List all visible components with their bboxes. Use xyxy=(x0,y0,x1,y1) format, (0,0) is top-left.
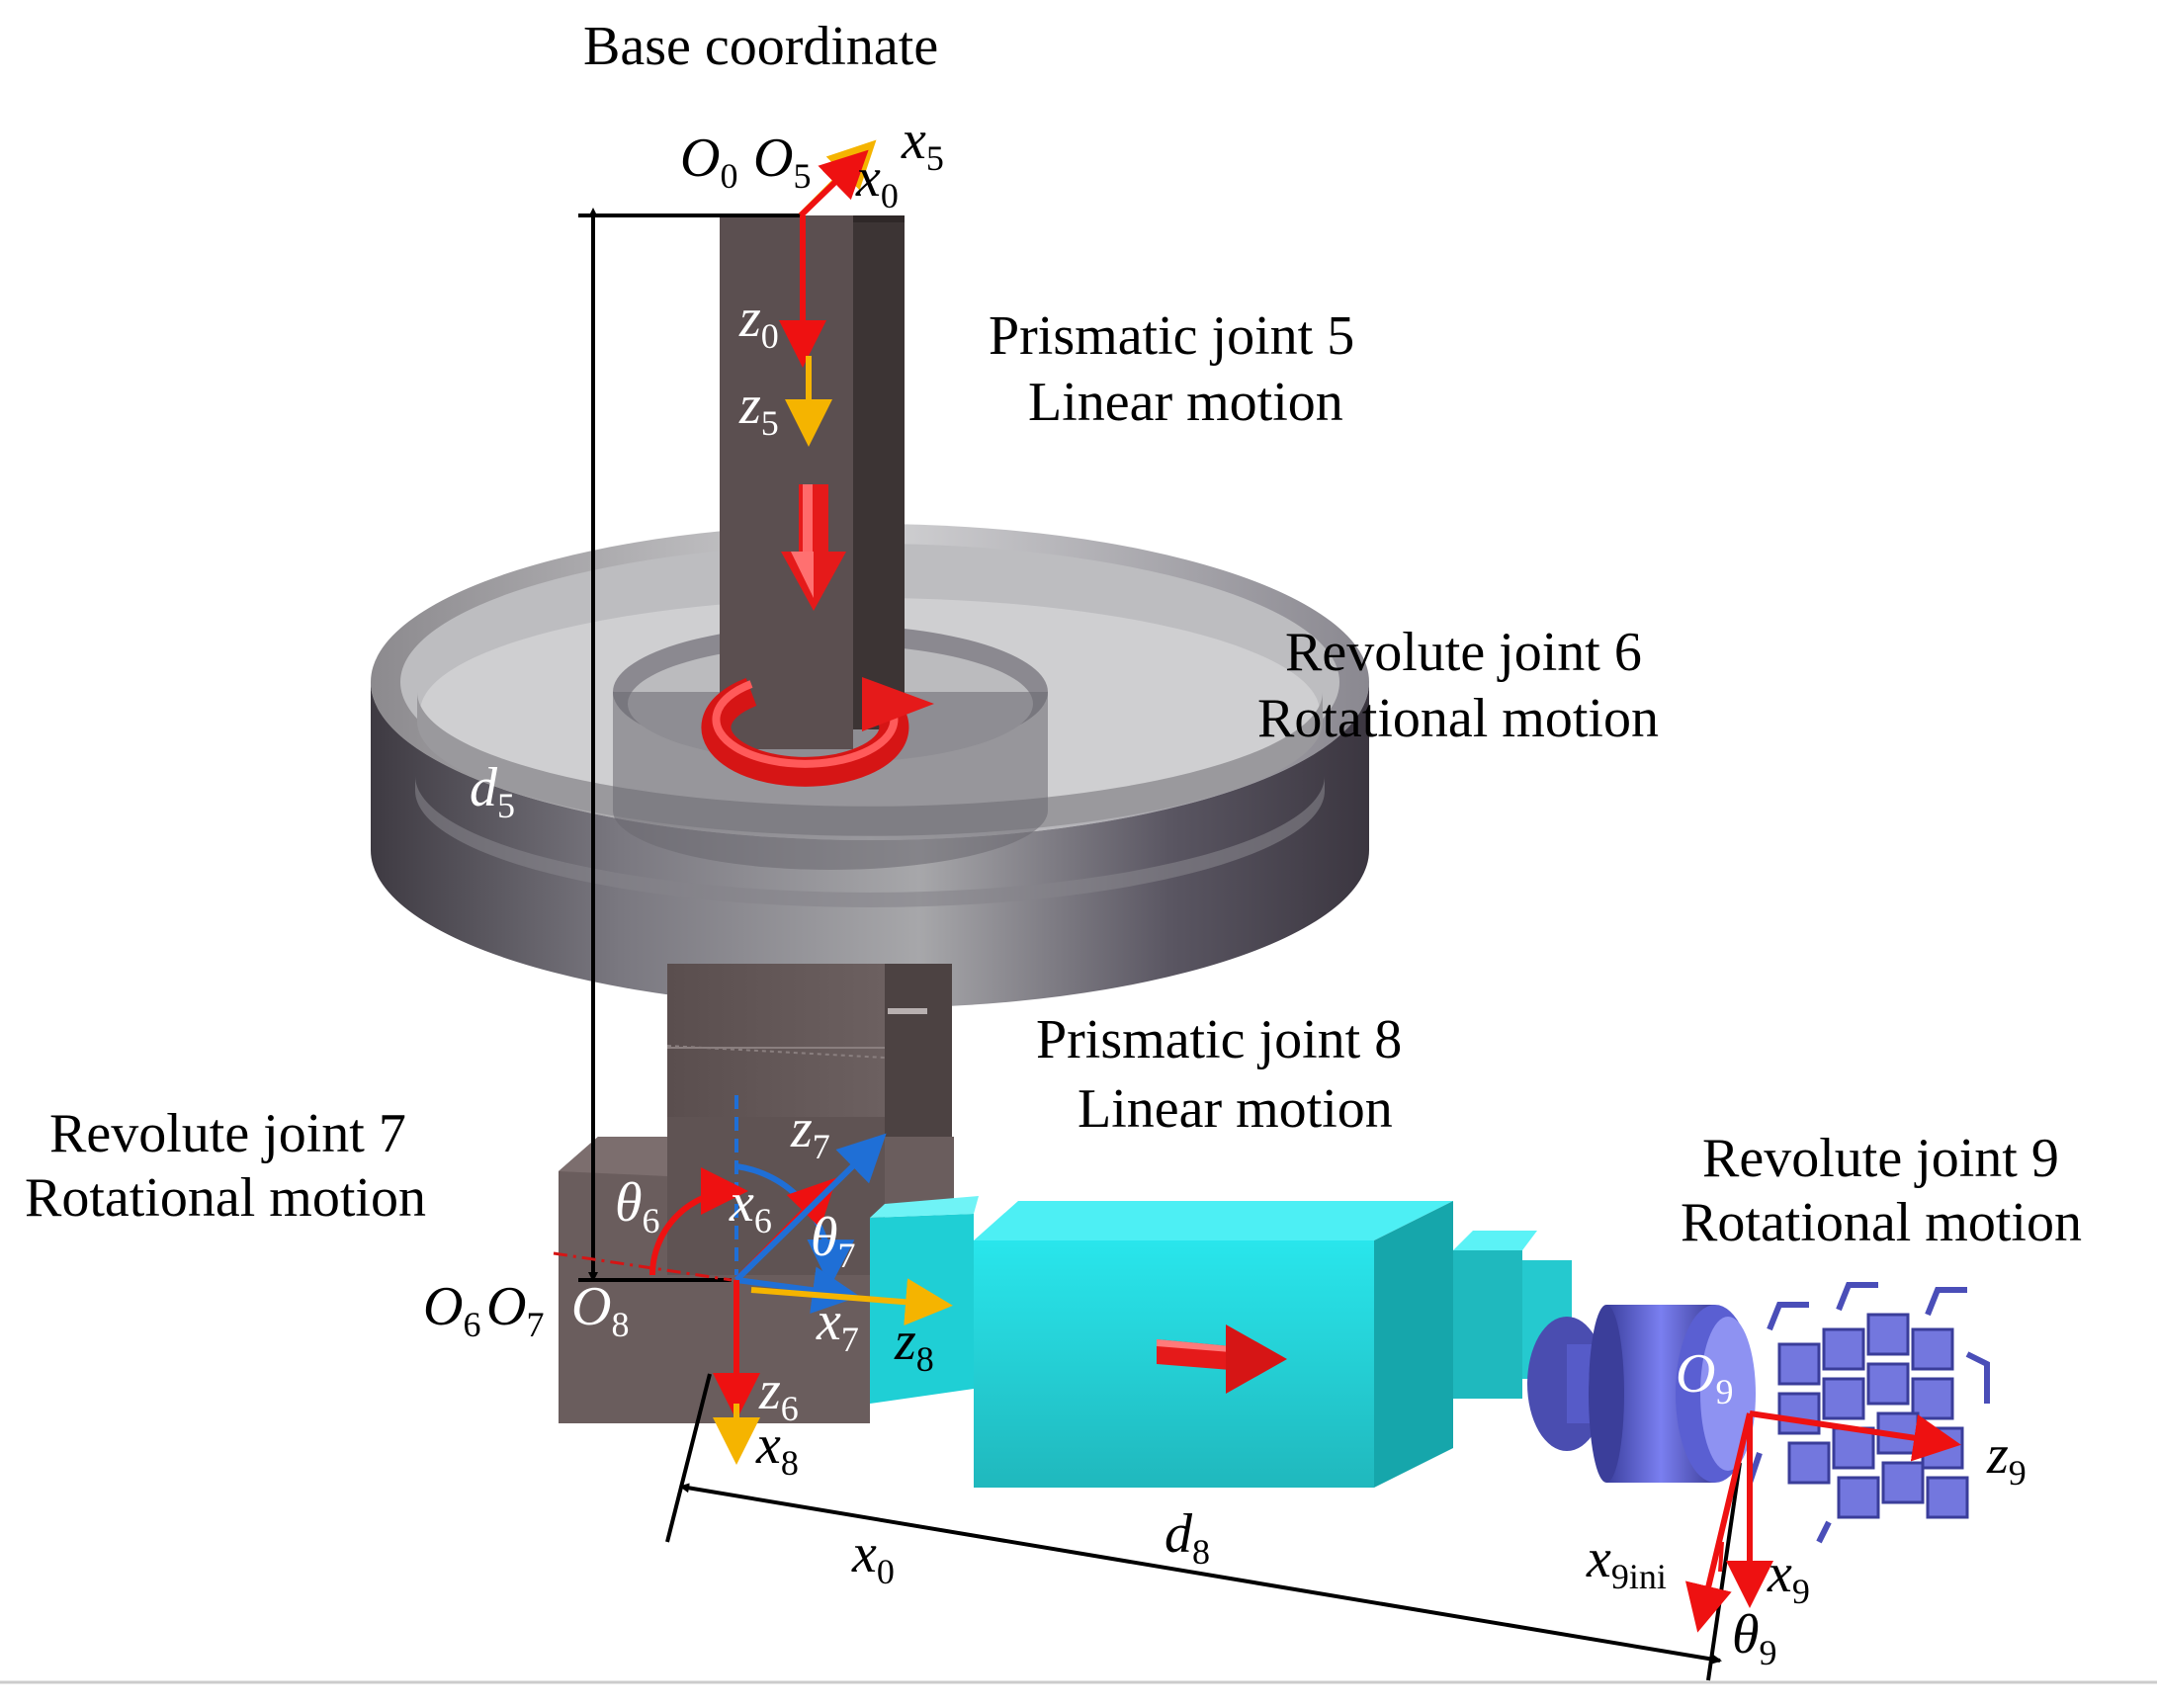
motion-arrows xyxy=(701,484,1287,1394)
gripper-frame-axes xyxy=(1684,1410,1961,1633)
label-theta6: θ6 xyxy=(615,1172,660,1240)
label-x0-top: x0 xyxy=(855,147,899,215)
dimension-lines xyxy=(578,208,1742,1681)
caption-prismatic-5-title: Prismatic joint 5 xyxy=(989,305,1354,367)
label-x7: x7 xyxy=(816,1291,859,1359)
label-x9ini: x9ini xyxy=(1586,1528,1667,1596)
caption-prismatic-8-title: Prismatic joint 8 xyxy=(1036,1009,1402,1070)
label-x0-bottom: x0 xyxy=(851,1523,895,1591)
label-x6: x6 xyxy=(729,1172,772,1240)
label-theta7: θ7 xyxy=(811,1207,856,1275)
caption-revolute-6-title: Revolute joint 6 xyxy=(1285,622,1642,683)
rotational-motion-arrow-6 xyxy=(701,677,934,787)
label-O6: O6 xyxy=(423,1276,480,1344)
label-theta9: θ9 xyxy=(1732,1604,1777,1672)
label-O7: O7 xyxy=(486,1276,544,1344)
lower-column xyxy=(559,964,954,1423)
linear-motion-arrow-5 xyxy=(781,484,846,611)
label-O0: O0 xyxy=(680,128,737,196)
label-z6: z6 xyxy=(758,1360,799,1428)
label-O8: O8 xyxy=(571,1276,629,1344)
caption-revolute-9-motion: Rotational motion xyxy=(1681,1192,2082,1253)
caption-prismatic-5-motion: Linear motion xyxy=(1028,372,1343,433)
caption-revolute-7-motion: Rotational motion xyxy=(25,1167,426,1229)
linear-motion-arrow-8 xyxy=(1157,1324,1287,1394)
label-x8: x8 xyxy=(755,1414,799,1483)
label-d5: d5 xyxy=(470,757,515,825)
label-z7: z7 xyxy=(790,1098,830,1166)
caption-base-coordinate: Base coordinate xyxy=(583,16,938,77)
label-x9: x9 xyxy=(1767,1543,1810,1611)
label-z5: z5 xyxy=(738,375,779,443)
caption-revolute-7-title: Revolute joint 7 xyxy=(49,1103,406,1164)
label-O5: O5 xyxy=(753,128,811,196)
label-x5: x5 xyxy=(901,110,944,178)
caption-prismatic-8-motion: Linear motion xyxy=(1078,1078,1393,1140)
label-z9: z9 xyxy=(1986,1424,2027,1493)
caption-revolute-6-motion: Rotational motion xyxy=(1257,688,1659,749)
joint7-reference-line xyxy=(553,1251,733,1282)
label-z0: z0 xyxy=(738,288,779,356)
label-d8: d8 xyxy=(1165,1503,1210,1572)
joint-6-7-8-axes xyxy=(649,1133,953,1465)
caption-revolute-9-title: Revolute joint 9 xyxy=(1702,1128,2059,1189)
label-O9: O9 xyxy=(1676,1343,1733,1411)
slider-arm xyxy=(870,1196,1572,1488)
label-z8: z8 xyxy=(894,1311,934,1379)
base-frame-axes xyxy=(779,139,877,447)
upper-column xyxy=(720,215,905,749)
